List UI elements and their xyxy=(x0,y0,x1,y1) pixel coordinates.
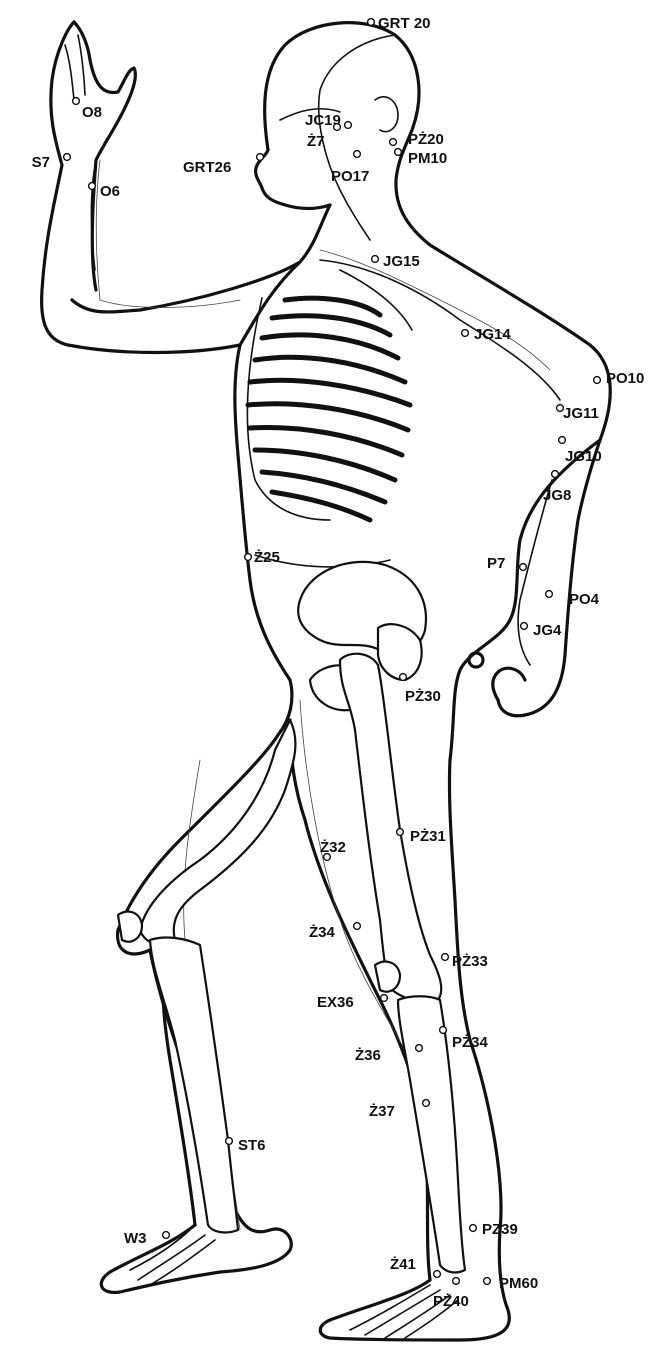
point-marker xyxy=(390,139,397,146)
point-label: Ż25 xyxy=(254,549,280,566)
point-st6: ST6 xyxy=(226,1137,266,1154)
point-marker xyxy=(520,564,527,571)
point-jg8: JG8 xyxy=(543,471,571,504)
point-marker xyxy=(372,256,379,263)
point-marker xyxy=(257,154,264,161)
point-label: JG15 xyxy=(383,253,420,270)
point-marker xyxy=(462,330,469,337)
point-label: Ż32 xyxy=(320,839,346,856)
point-label: PZ39 xyxy=(482,1221,518,1238)
point-marker xyxy=(64,154,71,161)
point-marker xyxy=(559,437,566,444)
point-marker xyxy=(163,1232,170,1239)
point-marker xyxy=(368,19,375,26)
point-marker xyxy=(354,151,361,158)
point-label: PO10 xyxy=(606,370,644,387)
rib-cage xyxy=(247,270,412,520)
point-marker xyxy=(552,471,559,478)
point-z25: Ż25 xyxy=(245,549,280,566)
point-jg10: JG10 xyxy=(559,437,602,465)
point-marker xyxy=(416,1045,423,1052)
point-pz39: PZ39 xyxy=(470,1221,518,1238)
point-p7: P7 xyxy=(487,555,526,572)
point-label: PM10 xyxy=(408,150,447,167)
point-label: ST6 xyxy=(238,1137,266,1154)
point-marker xyxy=(397,829,404,836)
acupuncture-points: GRT 20 O8S7O6 JC19Ż7 PŻ20PM10GRT26PO17JG15J… xyxy=(32,15,645,1310)
point-marker xyxy=(470,1225,477,1232)
point-pz40: PŻ40 xyxy=(433,1278,469,1310)
point-marker xyxy=(546,591,553,598)
point-marker xyxy=(453,1278,460,1285)
point-label: Ż7 xyxy=(307,133,325,150)
point-marker xyxy=(484,1278,491,1285)
point-label: PŻ30 xyxy=(405,688,441,705)
point-label: PO17 xyxy=(331,168,369,185)
point-marker xyxy=(334,124,341,131)
point-z32: Ż32 xyxy=(320,839,346,860)
point-label: PŻ31 xyxy=(410,828,446,845)
point-label: Ż37 xyxy=(369,1103,395,1120)
point-label: S7 xyxy=(32,154,50,171)
point-label: PO4 xyxy=(569,591,600,608)
point-label: JG11 xyxy=(563,405,599,422)
point-marker xyxy=(354,923,361,930)
point-jg15: JG15 xyxy=(372,253,420,270)
point-label: PŻ20 xyxy=(408,131,444,148)
point-label: GRT 20 xyxy=(378,15,431,32)
point-marker xyxy=(423,1100,430,1107)
point-marker xyxy=(381,995,388,1002)
point-marker xyxy=(226,1138,233,1145)
point-label: JG14 xyxy=(474,326,511,343)
point-grt20: GRT 20 xyxy=(368,15,431,32)
point-o8: O8 xyxy=(73,98,102,121)
point-po4: PO4 xyxy=(546,591,600,608)
point-pz30: PŻ30 xyxy=(400,674,441,705)
point-z41: Ż41 xyxy=(390,1256,440,1277)
point-label: GRT26 xyxy=(183,159,231,176)
point-label: W3 xyxy=(124,1230,147,1247)
point-label: Ż34 xyxy=(309,924,336,941)
point-label: PŻ33 xyxy=(452,953,488,970)
point-label: O6 xyxy=(100,183,120,200)
point-marker xyxy=(395,149,402,156)
point-label: O8 xyxy=(82,104,102,121)
point-marker xyxy=(89,183,96,190)
point-marker xyxy=(442,954,449,961)
point-marker xyxy=(400,674,407,681)
point-label: JG10 xyxy=(565,448,602,465)
point-po10: PO10 xyxy=(594,370,645,387)
point-marker xyxy=(434,1271,441,1278)
point-label: JG4 xyxy=(533,622,562,639)
point-label: Ż41 xyxy=(390,1256,416,1273)
point-pz31: PŻ31 xyxy=(397,828,446,845)
point-jg11: JG11 xyxy=(557,405,599,422)
point-label: PŻ34 xyxy=(452,1034,489,1051)
point-pm60: PM60 xyxy=(484,1275,539,1292)
point-s7: S7 xyxy=(32,154,71,171)
point-marker xyxy=(345,122,352,129)
leg-bones xyxy=(118,654,465,1273)
point-grt26: GRT26 xyxy=(183,154,263,176)
point-pz33: PŻ33 xyxy=(442,953,488,970)
point-po17: PO17 xyxy=(331,151,369,185)
point-label: EX36 xyxy=(317,994,354,1011)
point-label: Ż36 xyxy=(355,1047,381,1064)
point-jg14: JG14 xyxy=(462,326,512,343)
point-label: PM60 xyxy=(499,1275,538,1292)
point-marker xyxy=(245,554,252,561)
point-marker xyxy=(73,98,80,105)
point-z34: Ż34 xyxy=(309,923,360,941)
point-jg4: JG4 xyxy=(521,622,562,639)
point-pz20: PŻ20 xyxy=(390,131,444,148)
foot-bones xyxy=(130,1225,458,1338)
point-marker xyxy=(521,623,528,630)
point-label: P7 xyxy=(487,555,505,572)
point-jc19: JC19 xyxy=(305,112,351,129)
point-label: JG8 xyxy=(543,487,571,504)
point-marker xyxy=(594,377,601,384)
point-marker xyxy=(440,1027,447,1034)
point-label: PŻ40 xyxy=(433,1293,469,1310)
